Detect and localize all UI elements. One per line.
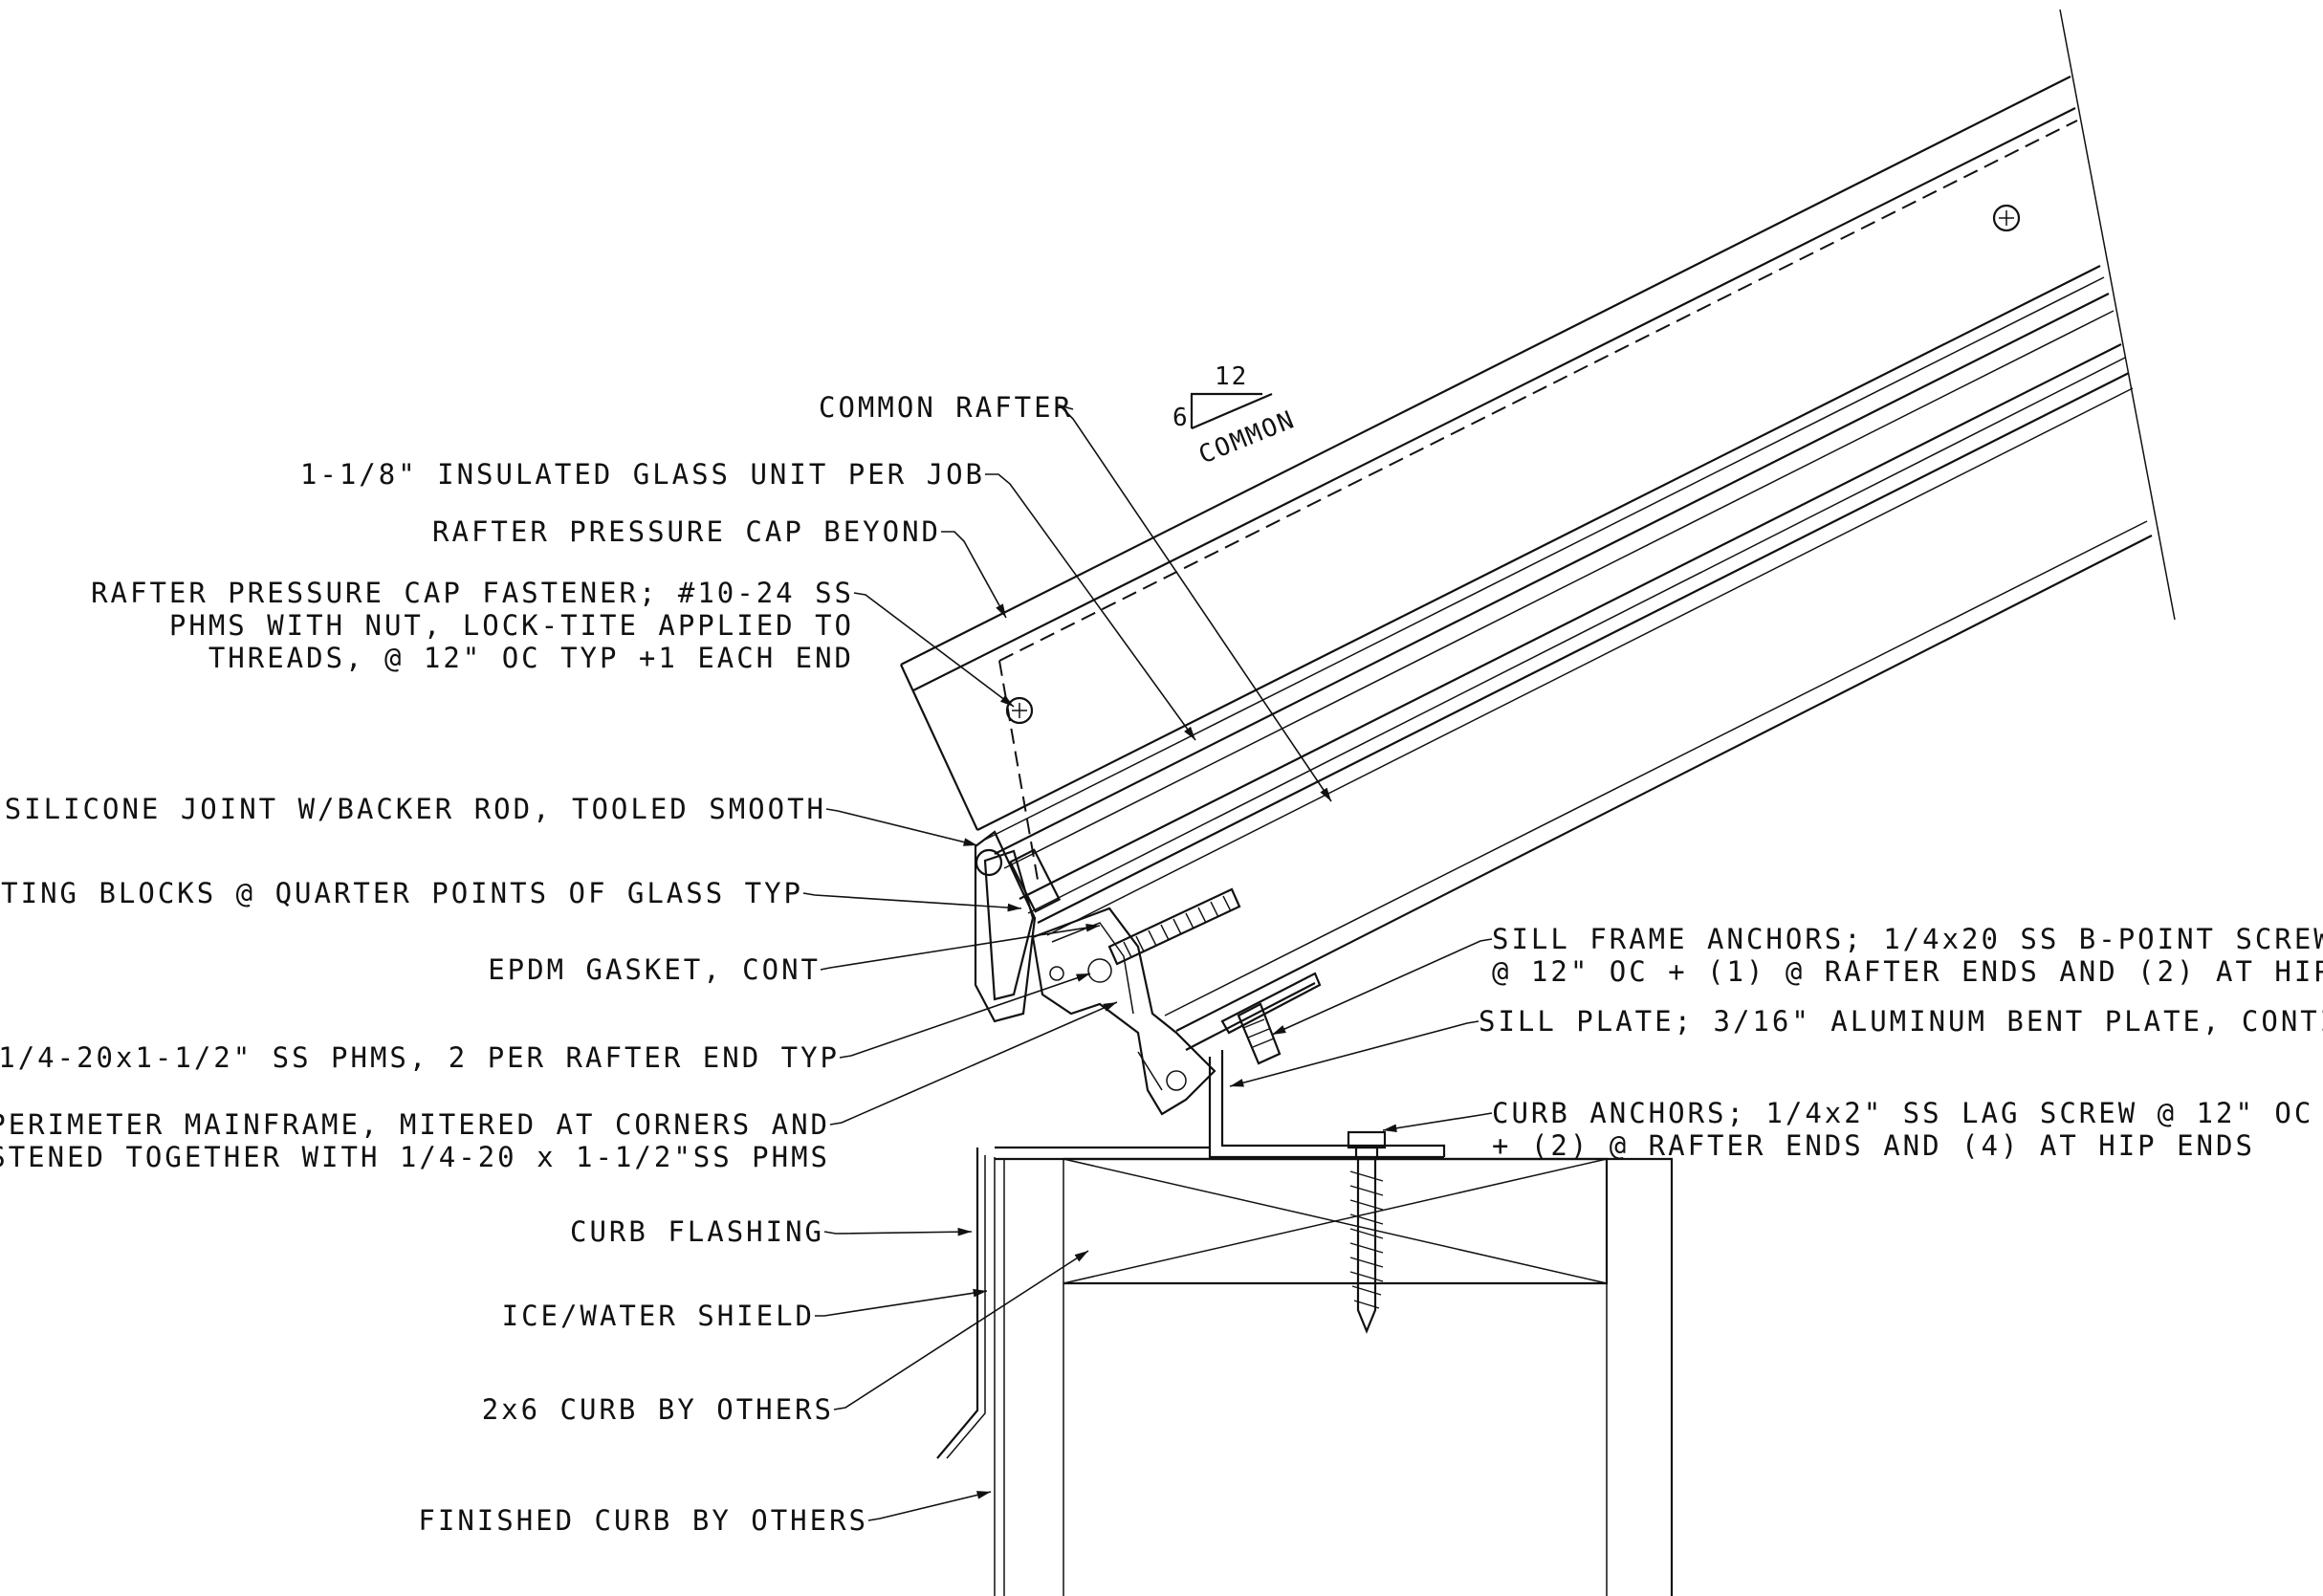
label-silicone-joint: 1/4" SILICONE JOINT W/BACKER ROD, TOOLED…	[0, 793, 826, 825]
label-epdm-gasket: EPDM GASKET, CONT	[488, 953, 821, 986]
label-cap-fastener-line3: THREADS, @ 12" OC TYP +1 EACH END	[208, 642, 854, 674]
label-sill-anchors-line2: @ 12" OC + (1) @ RAFTER ENDS AND (2) AT …	[1492, 955, 2323, 988]
label-curb-anchors-line1: CURB ANCHORS; 1/4x2" SS LAG SCREW @ 12" …	[1492, 1097, 2313, 1129]
sill-plate	[1185, 982, 1446, 1159]
label-sill-anchors-line1: SILL FRAME ANCHORS; 1/4x20 SS B-POINT SC…	[1492, 923, 2323, 955]
curb-anchor-lag-screw	[1347, 1130, 1387, 1334]
label-perimeter-mainframe-line2: FASTENED TOGETHER WITH 1/4-20 x 1-1/2"SS…	[0, 1141, 830, 1173]
label-sill-plate: SILL PLATE; 3/16" ALUMINUM BENT PLATE, C…	[1479, 1005, 2323, 1038]
label-2x6-curb: 2x6 CURB BY OTHERS	[482, 1393, 834, 1426]
slope-indicator: 12 6 COMMON	[1172, 362, 1300, 470]
rafter-assembly	[900, 9, 2176, 1032]
slope-rise: 6	[1172, 404, 1190, 432]
slope-run: 12	[1215, 362, 1248, 391]
label-ice-water-shield: ICE/WATER SHIELD	[502, 1300, 815, 1332]
label-perimeter-mainframe-line1: PERIMETER MAINFRAME, MITERED AT CORNERS …	[0, 1108, 830, 1141]
label-cap-fastener-line2: PHMS WITH NUT, LOCK-TITE APPLIED TO	[169, 609, 854, 642]
slope-label: COMMON	[1194, 405, 1299, 470]
label-common-rafter: COMMON RAFTER	[819, 391, 1073, 424]
label-insulated-glass: 1-1/8" INSULATED GLASS UNIT PER JOB	[300, 458, 985, 491]
label-curb-anchors-line2: + (2) @ RAFTER ENDS AND (4) AT HIP ENDS	[1492, 1129, 2255, 1162]
cap-fastener-head-right	[1992, 204, 2021, 232]
label-finished-curb: FINISHED CURB BY OTHERS	[418, 1504, 868, 1537]
label-curb-flashing: CURB FLASHING	[570, 1215, 824, 1248]
sill-frame-anchor-screw	[1220, 972, 1322, 1065]
cap-fastener-head-left	[1005, 696, 1034, 725]
label-rafter-pressure-cap: RAFTER PRESSURE CAP BEYOND	[432, 515, 941, 548]
label-cap-fastener-line1: RAFTER PRESSURE CAP FASTENER; #10-24 SS	[91, 577, 854, 609]
label-setting-blocks: SETTING BLOCKS @ QUARTER POINTS OF GLASS…	[0, 877, 803, 909]
curb	[936, 1146, 1674, 1596]
leader-lines	[802, 404, 1493, 1521]
phms-bolt	[1107, 887, 1241, 966]
perimeter-mainframe	[974, 830, 1216, 1116]
label-phms: 1/4-20x1-1/2" SS PHMS, 2 PER RAFTER END …	[0, 1041, 840, 1074]
annotation-labels: COMMON RAFTER 1-1/8" INSULATED GLASS UNI…	[0, 391, 2323, 1537]
